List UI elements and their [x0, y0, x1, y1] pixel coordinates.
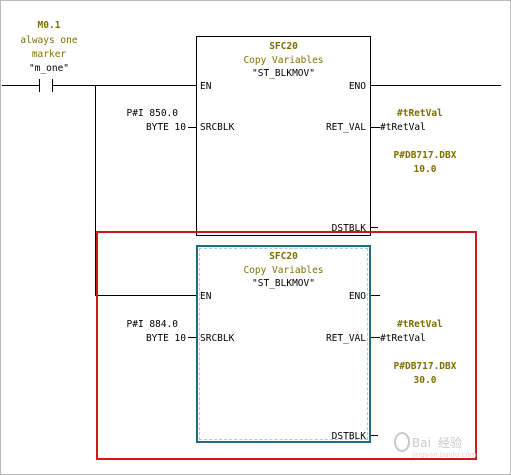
- power-rail-wire: [2, 85, 39, 86]
- svg-text:jingyan.baidu.com: jingyan.baidu.com: [411, 451, 477, 458]
- contact-symbol: "m_one": [28, 63, 70, 74]
- branch-vertical-wire: [95, 85, 96, 296]
- block2-symbol: "ST_BLKMOV": [252, 278, 315, 289]
- block2-eno-stub: [371, 295, 380, 296]
- contact-comment-2: marker: [31, 49, 67, 60]
- block2-src-operand-1: P#I 884.0: [126, 319, 178, 330]
- block2-pin-en: EN: [200, 291, 212, 302]
- block1-pin-dstblk: DSTBLK: [331, 223, 366, 234]
- contact-to-block1-wire: [52, 85, 197, 86]
- block2-pin-srcblk: SRCBLK: [200, 333, 235, 344]
- block1-pin-en: EN: [200, 81, 212, 92]
- block1-pin-ret-val: RET_VAL: [325, 122, 366, 133]
- block2-dst-operand-1: P#DB717.DBX: [393, 361, 457, 372]
- block2-src-operand-2: BYTE 10: [145, 333, 186, 344]
- block1-pin-eno: ENO: [348, 81, 366, 92]
- contact-address: M0.1: [37, 20, 61, 31]
- block1-description: Copy Variables: [243, 55, 324, 66]
- block1-src-stub: [188, 127, 196, 128]
- block2-pin-eno: ENO: [348, 291, 366, 302]
- block1-src-operand-2: BYTE 10: [145, 122, 186, 133]
- branch-to-block2-wire: [95, 295, 197, 296]
- block2-ret-stub: [371, 337, 380, 338]
- block1-dstblk-stub: [371, 227, 378, 228]
- block-sfc20-2[interactable]: [196, 245, 371, 443]
- block1-ret-stub: [371, 127, 380, 128]
- highlight-frame: [96, 231, 477, 460]
- block2-ret-label: #tRetVal: [397, 319, 443, 330]
- block2-name: SFC20: [269, 251, 298, 262]
- svg-text:Bai: Bai: [412, 436, 431, 450]
- block2-pin-ret-val: RET_VAL: [325, 333, 366, 344]
- block-sfc20-1[interactable]: [196, 36, 371, 236]
- block1-ret-label: #tRetVal: [397, 108, 443, 119]
- contact-comment-1: always one: [20, 35, 78, 46]
- block1-dst-operand-2: 10.0: [413, 164, 437, 175]
- block2-pin-dstblk: DSTBLK: [331, 431, 366, 442]
- contact-left-plate: [39, 79, 40, 92]
- watermark-logo: Bai 经验 jingyan.baidu.com: [392, 428, 492, 459]
- block1-dst-operand-1: P#DB717.DBX: [393, 150, 457, 161]
- block2-dst-operand-2: 30.0: [413, 375, 437, 386]
- block1-src-operand-1: P#I 850.0: [126, 108, 178, 119]
- block1-name: SFC20: [269, 41, 298, 52]
- svg-text:经验: 经验: [438, 435, 462, 450]
- block1-symbol: "ST_BLKMOV": [252, 68, 315, 79]
- block1-pin-srcblk: SRCBLK: [200, 122, 235, 133]
- block2-src-stub: [188, 337, 196, 338]
- block1-ret-operand: #tRetVal: [380, 122, 426, 133]
- block2-dstblk-stub: [371, 435, 378, 436]
- block2-description: Copy Variables: [243, 265, 324, 276]
- block2-ret-operand: #tRetVal: [380, 333, 426, 344]
- block1-eno-wire: [371, 85, 501, 86]
